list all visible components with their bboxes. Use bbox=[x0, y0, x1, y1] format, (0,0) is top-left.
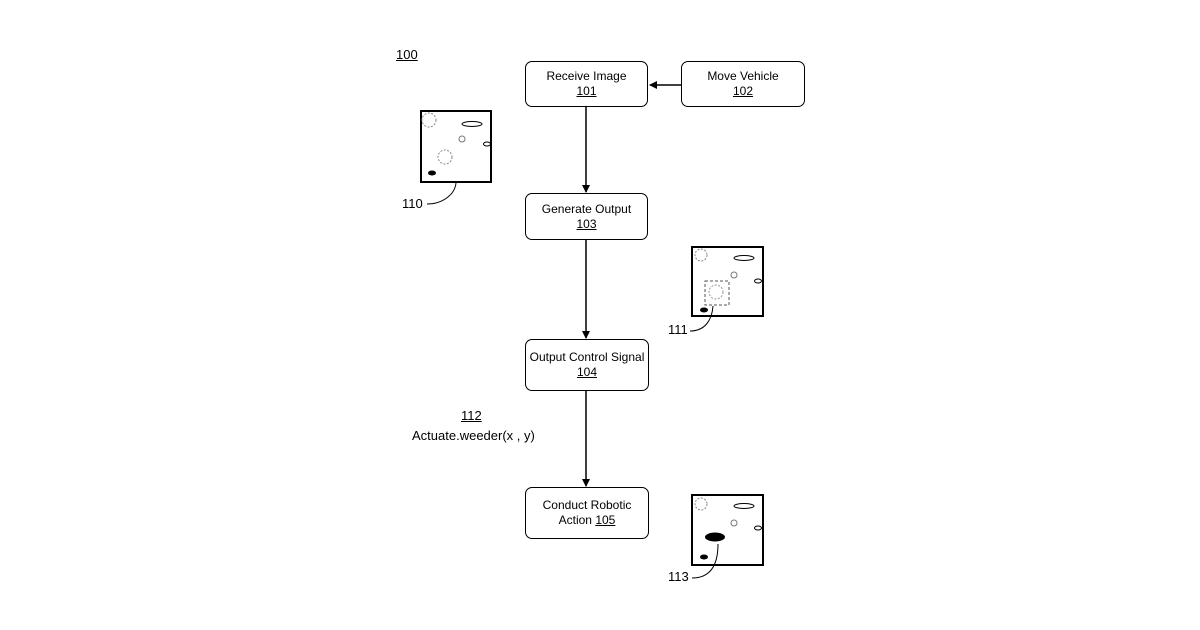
image-ref-113: 113 bbox=[668, 569, 689, 584]
image-ref-110: 110 bbox=[402, 196, 423, 211]
step-output-control-signal: Output Control Signal 104 bbox=[525, 339, 649, 391]
annotation-ref: 112 bbox=[461, 408, 482, 423]
step-label-line1: Conduct Robotic bbox=[543, 498, 632, 513]
step-receive-image: Receive Image 101 bbox=[525, 61, 648, 107]
step-move-vehicle: Move Vehicle 102 bbox=[681, 61, 805, 107]
step-label: Output Control Signal bbox=[530, 350, 645, 365]
field-image-111 bbox=[692, 247, 763, 316]
field-image-110 bbox=[421, 111, 491, 182]
crop-marker bbox=[700, 308, 708, 313]
step-label: Generate Output bbox=[542, 202, 631, 217]
annotation-code: Actuate.weeder(x , y) bbox=[412, 428, 535, 443]
step-generate-output: Generate Output 103 bbox=[525, 193, 648, 240]
image-ref-111: 111 bbox=[668, 322, 688, 337]
step-ref: 103 bbox=[576, 217, 596, 232]
step-ref: 104 bbox=[577, 365, 597, 380]
step-ref: 105 bbox=[595, 513, 615, 527]
step-label: Move Vehicle bbox=[707, 69, 778, 84]
leader-110 bbox=[427, 183, 456, 204]
treated-weed-marker bbox=[705, 533, 725, 542]
step-ref: 102 bbox=[733, 84, 753, 99]
step-ref: 101 bbox=[576, 84, 596, 99]
field-image-113 bbox=[692, 495, 763, 565]
step-label-line2: Action bbox=[559, 513, 592, 527]
step-label: Receive Image bbox=[546, 69, 626, 84]
step-conduct-robotic-action: Conduct Robotic Action 105 bbox=[525, 487, 649, 539]
crop-marker bbox=[428, 171, 436, 176]
crop-marker bbox=[700, 555, 708, 560]
